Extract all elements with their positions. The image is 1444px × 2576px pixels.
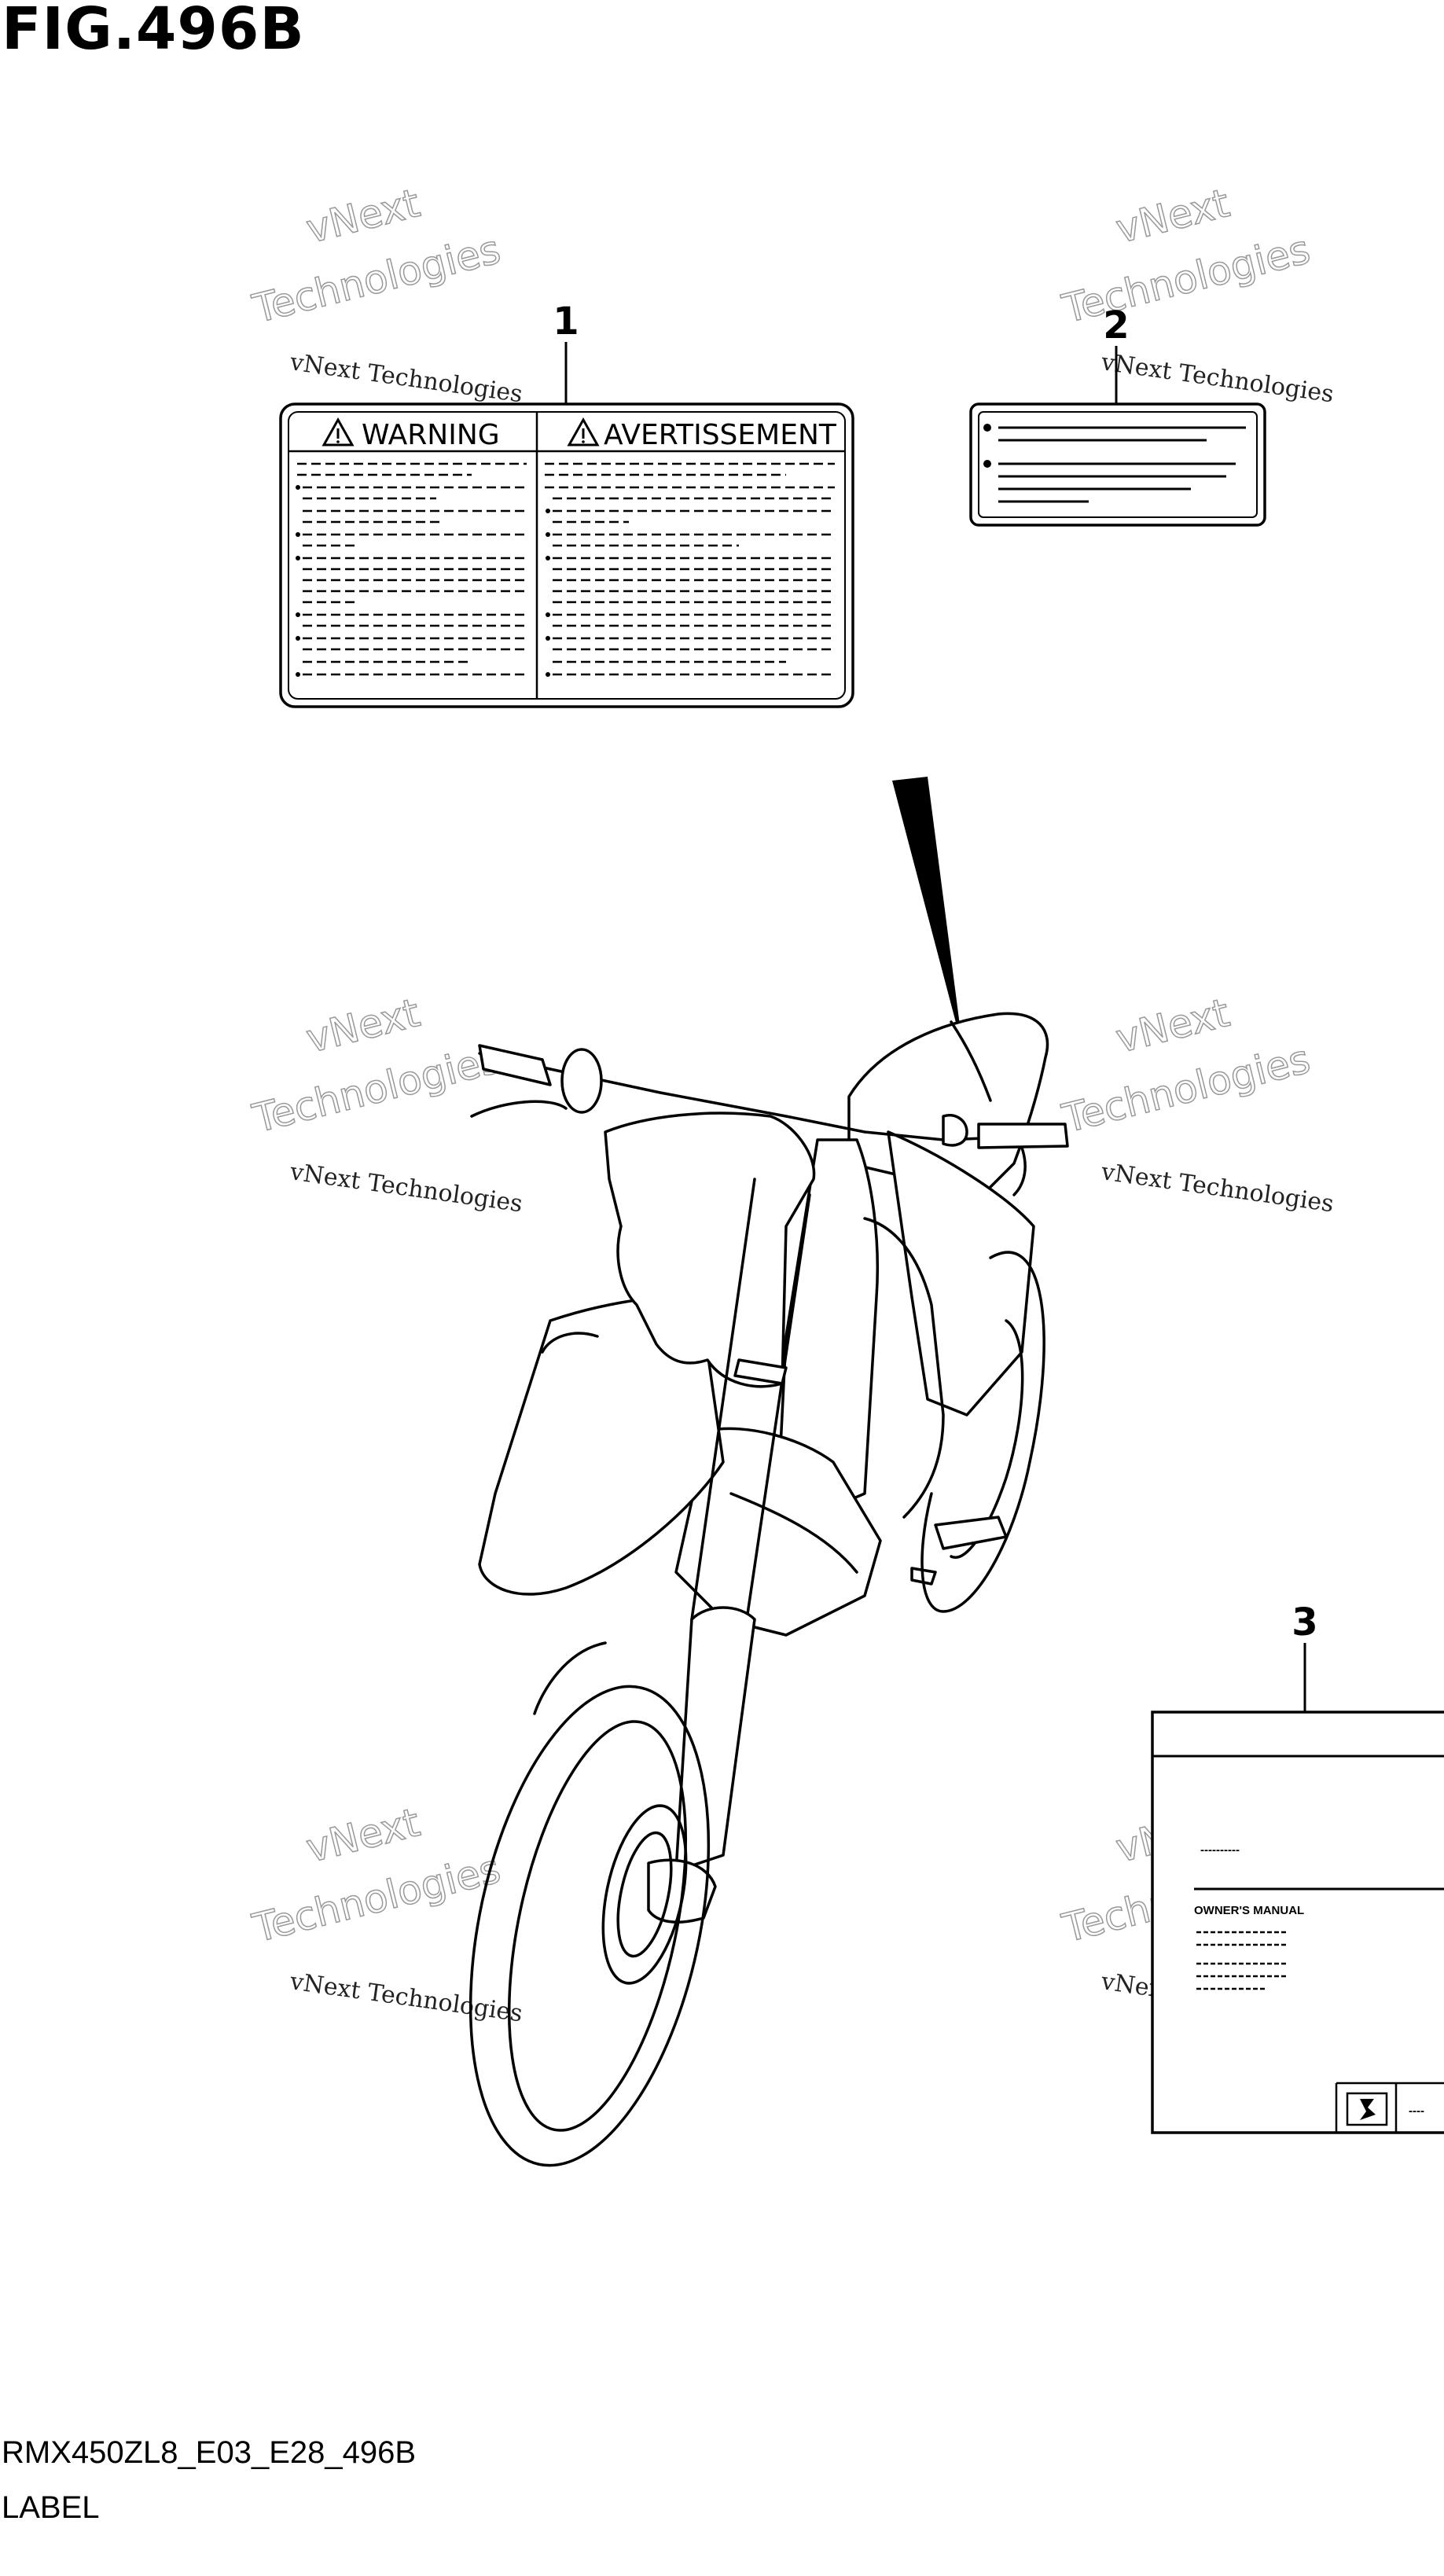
manual-title: OWNER'S MANUAL: [1194, 1904, 1304, 1917]
warning-triangle-icon: [567, 417, 600, 446]
info-label[interactable]: [969, 402, 1266, 527]
watermark-text: vNext Technologies: [1099, 348, 1336, 408]
manual-corner-text: ----: [1409, 2104, 1424, 2118]
motorcycle-drawing[interactable]: [432, 1012, 1069, 2187]
watermark-text: vNext Technologies: [288, 1968, 524, 2027]
warning-right-text-lines: [545, 462, 835, 676]
watermark-technologies: Technologies: [1057, 226, 1314, 332]
watermark-text: vNext Technologies: [288, 348, 524, 408]
watermark-technologies: Technologies: [248, 226, 505, 332]
pointer-wedge: [892, 777, 963, 1049]
figure-code: RMX450ZL8_E03_E28_496B: [2, 2435, 417, 2470]
watermark-vnext: vNext: [302, 180, 424, 252]
manual-dashes: ----------: [1200, 1843, 1240, 1857]
watermark-2: vNext Technologies: [1057, 179, 1315, 333]
suzuki-logo-icon: [1346, 2092, 1388, 2126]
manual-text-lines: [1196, 1931, 1286, 1990]
warning-heading: WARNING: [362, 419, 500, 451]
watermark-vnext: vNext: [302, 1799, 424, 1872]
callout-2[interactable]: 2: [1103, 303, 1129, 347]
figure-title: FIG.496B: [2, 0, 305, 63]
watermark-vnext: vNext: [1111, 990, 1234, 1062]
callout-3[interactable]: 3: [1292, 1600, 1317, 1644]
watermark-technologies: Technologies: [248, 1036, 505, 1141]
figure-label: LABEL: [2, 2490, 100, 2525]
watermark-vnext: vNext: [302, 990, 424, 1062]
warning-triangle-icon: [322, 417, 355, 446]
watermark-1: vNext Technologies: [248, 179, 505, 333]
watermark-vnext: vNext: [1111, 180, 1234, 252]
callout-1[interactable]: 1: [553, 299, 579, 344]
watermark-text: vNext Technologies: [288, 1158, 524, 1218]
warning-label[interactable]: WARNING AVERTISSEMENT: [279, 402, 854, 708]
watermark-3: vNext Technologies: [248, 989, 505, 1142]
owners-manual-booklet[interactable]: ---------- OWNER'S MANUAL ----: [1151, 1711, 1444, 2134]
avertissement-heading: AVERTISSEMENT: [604, 419, 837, 451]
warning-left-text-lines: [297, 462, 527, 676]
watermark-4: vNext Technologies: [1057, 989, 1315, 1142]
watermark-technologies: Technologies: [1057, 1036, 1314, 1141]
watermark-5: vNext Technologies: [248, 1799, 505, 1952]
watermark-text: vNext Technologies: [1099, 1158, 1336, 1218]
watermark-technologies: Technologies: [248, 1846, 505, 1951]
